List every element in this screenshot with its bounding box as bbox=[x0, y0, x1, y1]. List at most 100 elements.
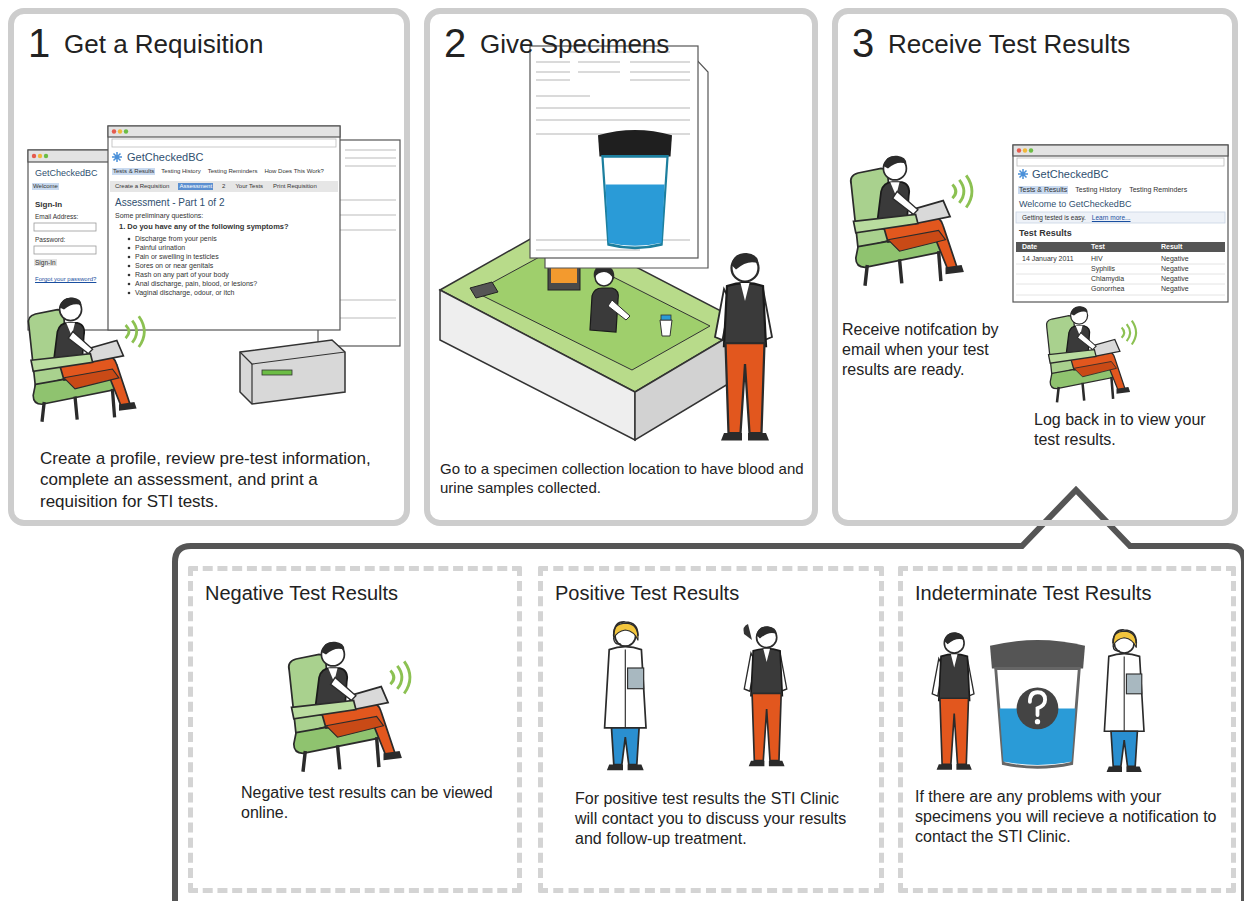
screen-text: Syphilis bbox=[1090, 265, 1116, 273]
drawing-part bbox=[1016, 264, 1225, 295]
screen-text: Email Address: bbox=[34, 213, 79, 220]
step-description: Go to a specimen collection location to … bbox=[440, 460, 810, 498]
seated-person bbox=[28, 297, 144, 421]
drawing-part bbox=[1017, 688, 1059, 730]
screen-text: Create a Requisition bbox=[114, 183, 170, 190]
screen-text: Anal discharge, pain, blood, or lesions? bbox=[134, 280, 258, 288]
screen-text: Tests & Results bbox=[1018, 186, 1068, 194]
drawing-part bbox=[44, 154, 48, 158]
browser-window bbox=[108, 126, 340, 330]
screen-text: Result bbox=[1160, 243, 1183, 251]
drawing-part bbox=[1030, 692, 1045, 715]
standing-person bbox=[744, 626, 787, 766]
screen-text: Your Tests bbox=[234, 183, 264, 190]
screen-text: Testing Reminders bbox=[1128, 186, 1188, 194]
drawing-part bbox=[1035, 719, 1040, 724]
drawing-part bbox=[32, 154, 36, 158]
drawing-part bbox=[251, 364, 252, 404]
specimen-container bbox=[598, 130, 672, 248]
drawing-part bbox=[34, 246, 96, 254]
step-heading: Give Specimens bbox=[480, 28, 669, 61]
drawing-part bbox=[1023, 148, 1027, 152]
screen-text: Assessment - Part 1 of 2 bbox=[114, 197, 226, 209]
screen-text: Print Requisition bbox=[272, 183, 318, 190]
result-panel: Positive Test ResultsFor positive test r… bbox=[538, 566, 884, 893]
step-heading: Receive Test Results bbox=[888, 28, 1130, 61]
screen-text: How Does This Work? bbox=[263, 168, 324, 175]
result-description: For positive test results the STI Clinic… bbox=[575, 789, 855, 849]
printer bbox=[240, 340, 345, 404]
screen-text: Painful urination bbox=[134, 244, 186, 252]
drawing-part bbox=[996, 669, 1080, 768]
result-heading: Indeterminate Test Results bbox=[915, 581, 1151, 606]
drawing-part bbox=[990, 640, 1085, 669]
drawing-part bbox=[262, 370, 292, 375]
screen-text: GetCheckedBC bbox=[126, 151, 204, 164]
drawing-part bbox=[34, 223, 96, 231]
screen-text: GetCheckedBC bbox=[34, 168, 99, 178]
drawing-part bbox=[605, 185, 664, 246]
drawing-part bbox=[128, 283, 131, 286]
screen-text: Negative bbox=[1160, 265, 1190, 273]
screen-text: 2 bbox=[221, 183, 226, 190]
screen-text: Negative bbox=[1160, 275, 1190, 283]
callout-pointer bbox=[1030, 496, 1122, 543]
result-description: Negative test results can be viewed onli… bbox=[241, 783, 501, 823]
clinic-nurse bbox=[1104, 630, 1144, 772]
drawing-part bbox=[1017, 148, 1021, 152]
drawing-part bbox=[1017, 158, 1224, 166]
drawing-part bbox=[128, 247, 131, 250]
screen-text: Negative bbox=[1160, 285, 1190, 293]
drawing-part bbox=[128, 238, 131, 295]
screen-text: Date bbox=[1021, 243, 1038, 251]
screen-text: Pain or swelling in testicles bbox=[134, 253, 220, 261]
drawing-part bbox=[110, 181, 338, 192]
drawing-part bbox=[128, 292, 131, 295]
screen-text: Tests & Results bbox=[112, 168, 155, 175]
drawing-part bbox=[530, 46, 698, 258]
drawing-part bbox=[602, 156, 667, 248]
step-number: 2 bbox=[444, 18, 466, 68]
requisition-sheet bbox=[530, 46, 708, 268]
drawing-part bbox=[536, 52, 690, 250]
drawing-part bbox=[108, 126, 340, 330]
clinic-nurse bbox=[605, 622, 646, 770]
result-heading: Positive Test Results bbox=[555, 581, 739, 606]
drawing-part bbox=[112, 152, 122, 162]
drawing-part bbox=[128, 238, 131, 241]
step-number: 3 bbox=[852, 18, 874, 68]
screen-text: 14 January 2011 bbox=[1021, 255, 1075, 263]
step-number: 1 bbox=[28, 18, 50, 68]
result-description: If there are any problems with your spec… bbox=[915, 787, 1221, 847]
screen-text: Chlamydia bbox=[1090, 275, 1125, 283]
step-description: Log back in to view your test results. bbox=[1034, 410, 1224, 450]
drawing-part bbox=[598, 130, 672, 156]
screen-text: Getting tested is easy. bbox=[1021, 214, 1087, 221]
drawing-part bbox=[660, 320, 672, 336]
screen-text: Sign-In bbox=[34, 259, 57, 266]
step-description: Receive notifcation by email when your t… bbox=[842, 320, 1032, 380]
seated-person bbox=[851, 156, 972, 286]
result-heading: Negative Test Results bbox=[205, 581, 398, 606]
screen-text: Gonorrhea bbox=[1090, 285, 1125, 293]
step-panel: 2 Give Specimens Go to a specimen collecti… bbox=[424, 8, 818, 526]
drawing-part bbox=[128, 274, 131, 277]
screen-text: Test bbox=[1090, 243, 1106, 251]
screen-text: Some preliminary questions: bbox=[114, 212, 204, 220]
results-bracket bbox=[175, 490, 1244, 901]
screen-text: Sign-In bbox=[34, 200, 63, 209]
screen-text: Password: bbox=[34, 236, 66, 243]
drawing-part bbox=[112, 139, 336, 147]
drawing-part bbox=[124, 129, 128, 133]
result-panel: Indeterminate Test Results If there are a… bbox=[898, 566, 1236, 893]
seated-person bbox=[1046, 306, 1136, 402]
screen-text: 1. Do you have any of the following symp… bbox=[118, 223, 290, 232]
screen-text: Testing History bbox=[160, 168, 201, 175]
drawing-part bbox=[1013, 145, 1228, 156]
drawing-part bbox=[1013, 145, 1228, 302]
screen-text: Vaginal discharge, odour, or itch bbox=[134, 289, 236, 297]
screen-text: Forgot your password? bbox=[34, 276, 97, 283]
screen-text: GetCheckedBC bbox=[1031, 168, 1109, 181]
screen-text: HIV bbox=[1090, 255, 1104, 263]
